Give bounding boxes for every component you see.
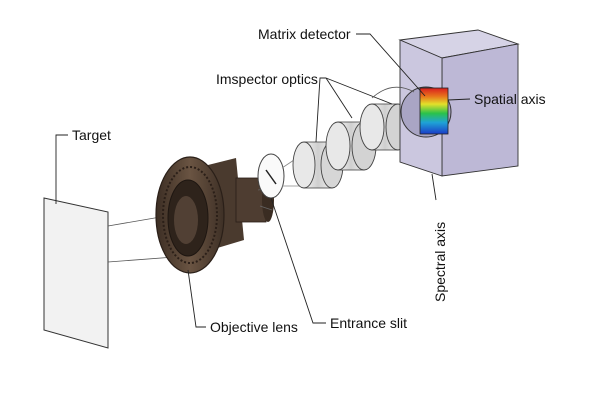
- label-spectral-axis: Spectral axis: [432, 221, 448, 302]
- label-target: Target: [72, 127, 111, 143]
- objective-lens: [155, 156, 274, 274]
- label-matrix-detector: Matrix detector: [258, 26, 351, 42]
- entrance-slit: [257, 153, 285, 199]
- imspector-optics: [292, 103, 411, 189]
- label-entrance-slit: Entrance slit: [330, 315, 408, 331]
- matrix-detector: [398, 29, 520, 177]
- label-imspector-optics: Imspector optics: [216, 71, 318, 87]
- label-leader-lines: [55, 33, 471, 328]
- label-objective-lens: Objective lens: [210, 319, 298, 335]
- label-spatial-axis: Spatial axis: [474, 91, 546, 107]
- optic-element-3: [359, 103, 411, 151]
- target-plate: [43, 197, 109, 349]
- detector-connector-arc: [371, 86, 415, 99]
